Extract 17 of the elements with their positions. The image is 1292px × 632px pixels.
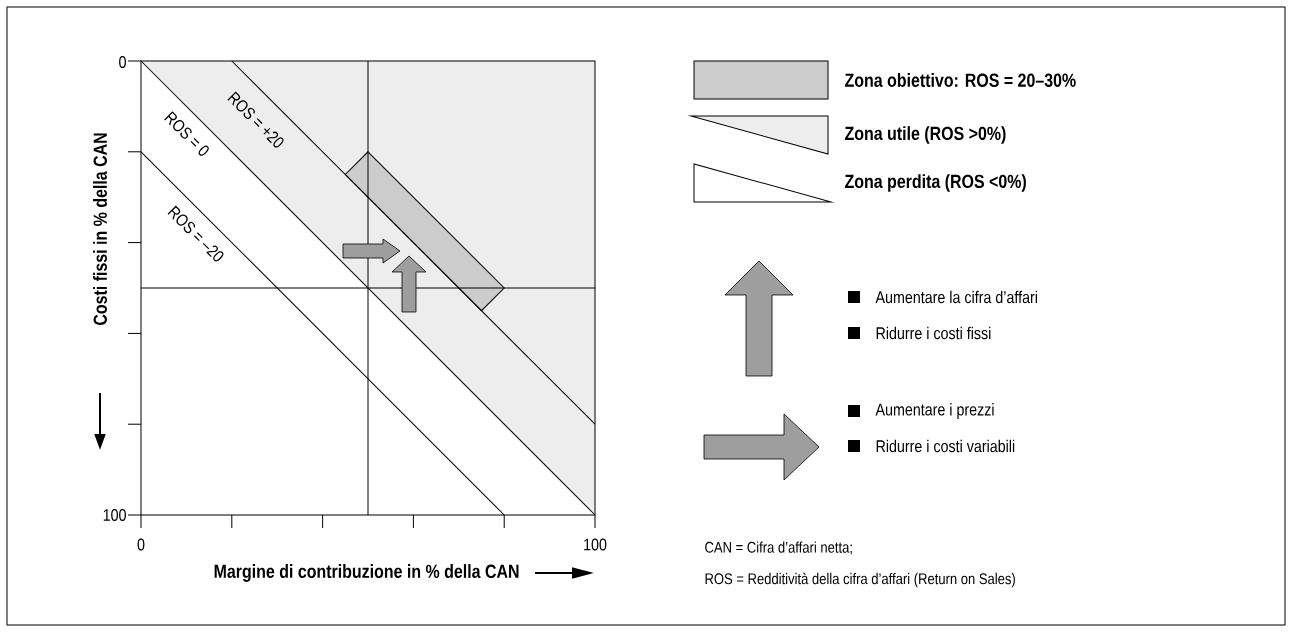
tick-label: 100 <box>584 538 607 551</box>
tick-label: 0 <box>137 538 145 551</box>
axis-title: Costi fissi in % della CAN <box>93 133 107 325</box>
tick-label: 100 <box>103 509 126 521</box>
legend-label: Zona perdita (ROS <0%) <box>845 174 1026 192</box>
line-label: ROS = 0 <box>164 111 209 156</box>
list-item: Aumentare i prezzi <box>848 403 994 419</box>
axis-title: Margine di contribuzione in % della CAN <box>214 564 519 582</box>
footnote: ROS = Redditività della cifra d’affari (Return on Sales) <box>705 572 1015 588</box>
list-item: Ridurre i costi fissi <box>848 326 991 340</box>
legend-label: Zona obiettivo: ROS = 20–30% <box>845 73 1076 87</box>
list-item: Aumentare la cifra d’affari <box>848 290 1037 304</box>
tick-label: 0 <box>119 55 126 68</box>
list-item: Ridurre i costi variabili <box>848 439 1015 453</box>
footnote: CAN = Cifra d’affari netta; <box>705 541 852 555</box>
legend-label: Zona utile (ROS >0%) <box>845 126 1006 144</box>
line-label: ROS = +20 <box>227 91 284 148</box>
